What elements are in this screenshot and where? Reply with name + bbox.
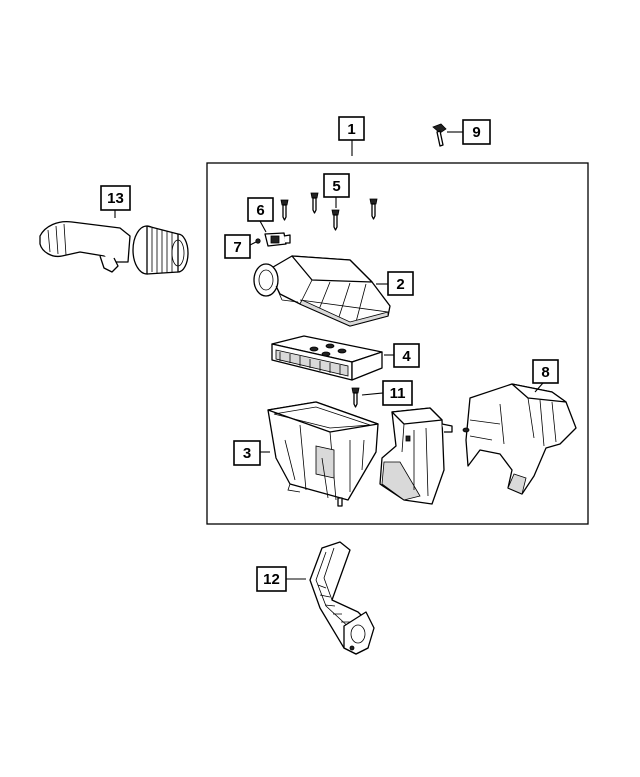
leader-6 <box>259 220 267 233</box>
inlet-duct-part-13 <box>39 220 189 275</box>
shield-part-8 <box>462 383 577 495</box>
callout-7-label: 7 <box>233 239 241 256</box>
callout-1-label: 1 <box>347 121 355 138</box>
bolt-part-9 <box>432 123 447 147</box>
sensor-part-6 <box>264 232 291 247</box>
callout-11-label: 11 <box>390 385 406 402</box>
housing-bracket <box>379 407 453 505</box>
callout-2-label: 2 <box>396 276 404 293</box>
callout-8-label: 8 <box>541 364 549 381</box>
callout-4-label: 4 <box>402 348 411 365</box>
callout-6-label: 6 <box>256 202 264 219</box>
callout-9: 9 <box>462 119 491 145</box>
clip-part-7 <box>255 238 261 244</box>
callout-12: 12 <box>256 566 287 592</box>
screw-part-11 <box>351 387 360 408</box>
callout-5-label: 5 <box>332 178 340 195</box>
leader-7 <box>249 241 257 246</box>
callout-4: 4 <box>393 343 420 368</box>
screws-part-5 <box>280 192 378 231</box>
callout-11: 11 <box>382 380 413 406</box>
callout-7: 7 <box>224 234 251 259</box>
leader-8 <box>534 382 544 393</box>
callout-1: 1 <box>338 116 365 141</box>
callout-9-label: 9 <box>472 124 480 141</box>
callout-2: 2 <box>387 271 414 296</box>
callout-6: 6 <box>247 197 274 222</box>
callout-8: 8 <box>532 359 559 384</box>
air-cleaner-cover-part-2 <box>253 255 391 327</box>
outlet-duct-part-12 <box>309 541 375 655</box>
lower-housing-part-3 <box>267 401 379 507</box>
air-filter-part-4 <box>271 335 383 381</box>
callout-13: 13 <box>100 185 131 211</box>
leader-11 <box>361 392 384 396</box>
callout-12-label: 12 <box>263 571 280 588</box>
callout-3: 3 <box>233 440 261 466</box>
callout-5: 5 <box>323 173 350 198</box>
callout-13-label: 13 <box>107 190 124 207</box>
assembly-frame <box>206 162 589 525</box>
callout-3-label: 3 <box>243 445 251 462</box>
